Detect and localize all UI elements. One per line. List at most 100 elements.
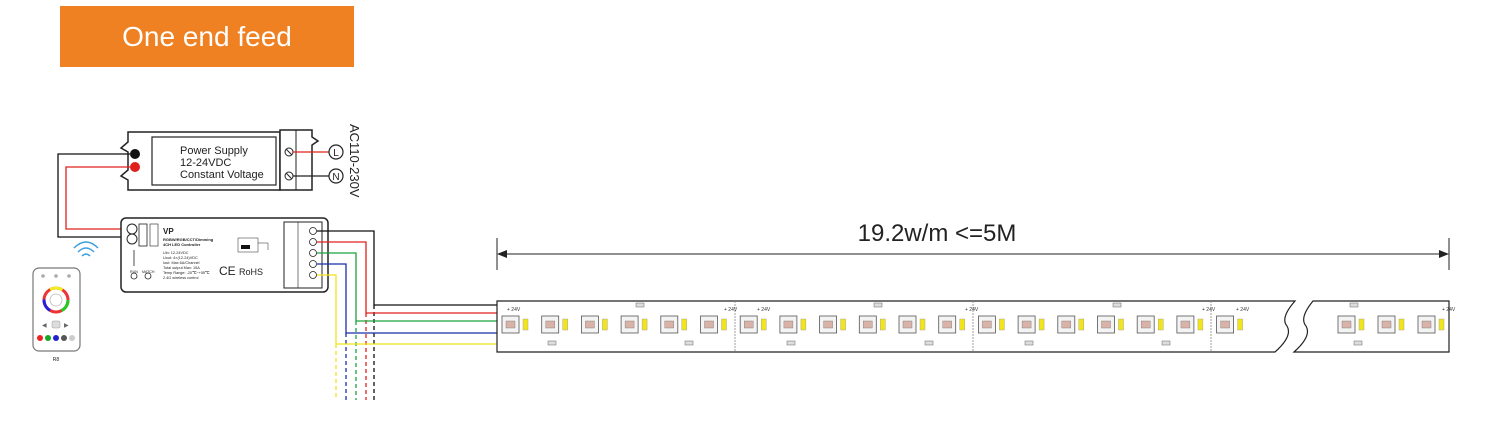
solder-pad — [924, 340, 934, 346]
controller-subtitle-2: 4CH LED Controller — [163, 242, 201, 247]
led-chip-die — [1021, 320, 1032, 329]
led-resistor — [999, 318, 1005, 331]
feed-type-badge: One end feed — [60, 6, 354, 67]
psu-negative-terminal — [130, 149, 140, 159]
psu-line-3: Constant Voltage — [180, 169, 264, 181]
led-chip-die — [863, 320, 873, 329]
ce-mark: CE — [219, 264, 236, 278]
strip-length-dimension: 19.2w/m <=5M — [496, 220, 1450, 270]
solder-pad — [786, 340, 796, 346]
controller-spec-3: Iout: Max 6A/Channel — [163, 261, 200, 265]
psu-positive-terminal — [130, 162, 140, 172]
led-resistor — [761, 318, 767, 331]
strip-segments: + 24V + 24V + 24V + 24V + 24V + 24V + 24V — [501, 301, 1456, 352]
wireless-signal-icon — [73, 241, 99, 257]
led-chip-die — [1220, 320, 1230, 329]
led-resistor — [1038, 318, 1045, 331]
led-chip-die — [664, 320, 674, 329]
rohs-mark: RoHS — [239, 267, 263, 277]
solder-pad — [1353, 340, 1363, 346]
wire-psu-negative — [57, 153, 130, 238]
led-resistor — [1197, 318, 1204, 331]
led-resistor — [959, 318, 965, 331]
solder-pad — [547, 340, 557, 346]
led-chip-die — [1180, 320, 1191, 329]
led-resistor — [840, 318, 846, 331]
power-supply: Power Supply 12-24VDC Constant Voltage — [119, 129, 320, 191]
led-chip-die — [1341, 320, 1352, 329]
strip-voltage-label: + 24V — [507, 307, 521, 313]
controller-spec-6: 2.4G wireless control — [163, 276, 199, 280]
strip-voltage-label: + 24V — [965, 307, 979, 313]
solder-pad — [1112, 302, 1122, 308]
led-resistor — [562, 318, 568, 331]
controller-subtitle-1: RGBW/RGB/CCT/Dimming — [163, 237, 214, 242]
controller-model: VP — [163, 227, 174, 236]
led-chip-die — [744, 320, 754, 329]
ac-neutral-label: N — [332, 172, 339, 183]
controller-spec-2: Uout: 4×(12-24)VDC — [163, 256, 198, 260]
led-chip-die — [942, 320, 952, 329]
solder-pad — [1024, 340, 1034, 346]
led-resistor — [602, 318, 608, 331]
led-resistor — [800, 318, 807, 331]
led-resistor — [1157, 318, 1164, 331]
run-label: RUN — [130, 270, 138, 274]
solder-pad — [635, 302, 645, 308]
led-chip-die — [545, 320, 555, 329]
ac-live-label: L — [333, 148, 339, 159]
led-chip-die — [902, 320, 913, 329]
led-chip-die — [1381, 320, 1392, 329]
strip-spec-label: 19.2w/m <=5M — [858, 220, 1017, 247]
solder-pad — [1161, 340, 1171, 346]
controller-spec-1: Uin: 12-24VDC — [163, 251, 189, 255]
remote-right-icon: ▶ — [64, 323, 69, 329]
remote-left-icon: ◀ — [42, 323, 47, 329]
remote-control: ◀ ▶ R8 — [32, 267, 81, 363]
psu-line-2: 12-24VDC — [180, 157, 231, 169]
led-resistor — [919, 318, 926, 331]
feed-type-label: One end feed — [122, 20, 292, 52]
solder-pad — [684, 340, 694, 346]
led-chip-die — [1101, 320, 1111, 329]
remote-label: R8 — [53, 357, 60, 363]
controller-spec-4: Total output Max: 15A — [163, 266, 200, 270]
ac-input: L N AC110-230V — [293, 124, 362, 198]
controller-spec-5: Temp Range: -20℃~+55℃ — [163, 271, 210, 275]
led-resistor — [1398, 318, 1405, 331]
led-resistor — [522, 318, 529, 331]
led-chip-die — [704, 320, 714, 329]
led-chip-die — [624, 320, 635, 329]
led-chip-die — [1140, 320, 1151, 329]
led-resistor — [1358, 318, 1365, 331]
led-resistor — [1237, 318, 1243, 331]
led-chip-die — [823, 320, 833, 329]
led-chip-die — [1421, 320, 1432, 329]
wire-psu-positive — [65, 166, 130, 230]
solder-pad — [873, 302, 883, 308]
output-wires — [317, 230, 497, 400]
led-resistor — [1078, 318, 1085, 331]
strip-voltage-label: + 24V — [1236, 307, 1250, 313]
led-chip-die — [585, 320, 595, 329]
solder-pad — [1349, 302, 1359, 308]
led-resistor — [721, 318, 727, 331]
strip-voltage-label: + 24V — [1202, 307, 1216, 313]
strip-voltage-label: + 24V — [724, 307, 738, 313]
strip-voltage-label: + 24V — [757, 307, 771, 313]
led-chip-die — [783, 320, 794, 329]
psu-line-1: Power Supply — [180, 145, 248, 157]
led-resistor — [641, 318, 648, 331]
match-label: MATCH — [142, 270, 155, 274]
led-resistor — [1438, 318, 1445, 331]
ac-voltage-label: AC110-230V — [347, 124, 362, 198]
led-chip-die — [505, 320, 516, 329]
led-strip: + 24V + 24V + 24V + 24V + 24V + 24V + 24V — [496, 300, 1456, 353]
led-resistor — [681, 318, 687, 331]
led-resistor — [1118, 318, 1124, 331]
led-resistor — [880, 318, 886, 331]
strip-voltage-label: + 24V — [1442, 307, 1456, 313]
controller: RUN MATCH VP RGBW/RGB/CCT/Dimming 4CH LE… — [120, 217, 329, 293]
led-chip-die — [982, 320, 992, 329]
